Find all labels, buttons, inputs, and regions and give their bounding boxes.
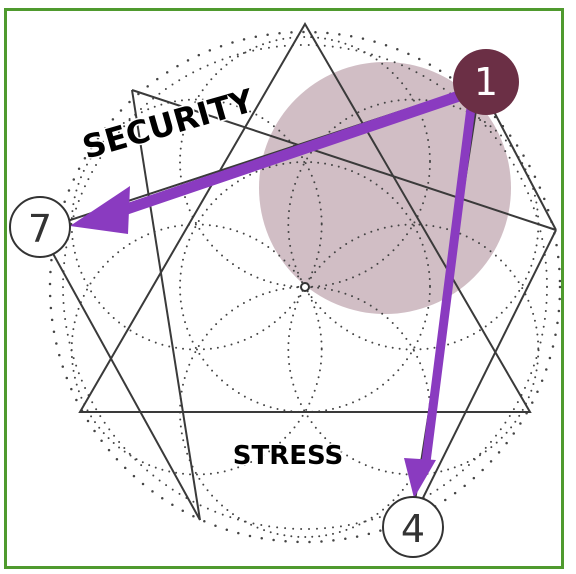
center-point — [300, 282, 310, 292]
stress-label: STRESS — [233, 441, 344, 471]
node-7-label: 7 — [28, 207, 52, 251]
inner-dot-ring — [62, 44, 548, 530]
node-1: 1 — [453, 49, 519, 115]
node-1-circle — [453, 49, 519, 115]
diagram-frame — [4, 8, 564, 569]
security-arrow — [70, 89, 468, 234]
security-label: SECURITY — [78, 81, 258, 166]
node-4: 4 — [382, 496, 444, 558]
stress-arrow — [404, 95, 477, 498]
node-4-circle — [382, 496, 444, 558]
enneagram-triangle — [78, 22, 532, 413]
node-7-circle — [9, 196, 71, 258]
outer-dot-ring — [48, 30, 562, 544]
node-4-label: 4 — [401, 507, 425, 551]
node-1-label: 1 — [474, 60, 498, 104]
highlight-circle — [259, 62, 511, 314]
node-7: 7 — [9, 196, 71, 258]
